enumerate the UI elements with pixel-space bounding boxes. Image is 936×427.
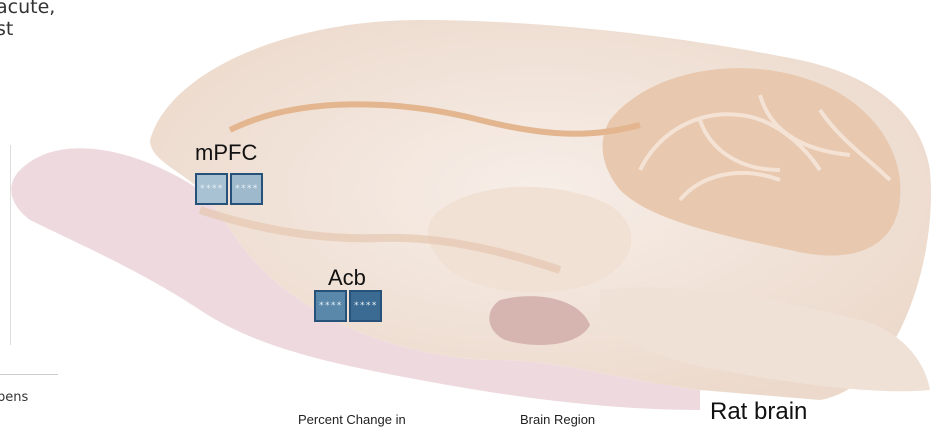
cropped-text-line-2: st — [0, 18, 13, 40]
cropped-footnote: bens — [0, 390, 28, 405]
divider-horizontal — [0, 374, 58, 375]
legend-label-brain-region: Brain Region — [520, 412, 595, 427]
legend-label-percent-change: Percent Change in — [298, 412, 406, 427]
region-label-acb: Acb — [328, 265, 366, 291]
cropped-text-line-1: acute, — [0, 0, 55, 18]
divider-vertical — [10, 145, 11, 345]
mpfc-cell-1: **** — [195, 173, 228, 205]
region-label-mpfc: mPFC — [195, 140, 257, 166]
mpfc-cell-2: **** — [230, 173, 263, 205]
acb-cell-2: **** — [349, 290, 382, 322]
figure-title-rat-brain: Rat brain — [710, 398, 807, 426]
acb-cell-1: **** — [314, 290, 347, 322]
